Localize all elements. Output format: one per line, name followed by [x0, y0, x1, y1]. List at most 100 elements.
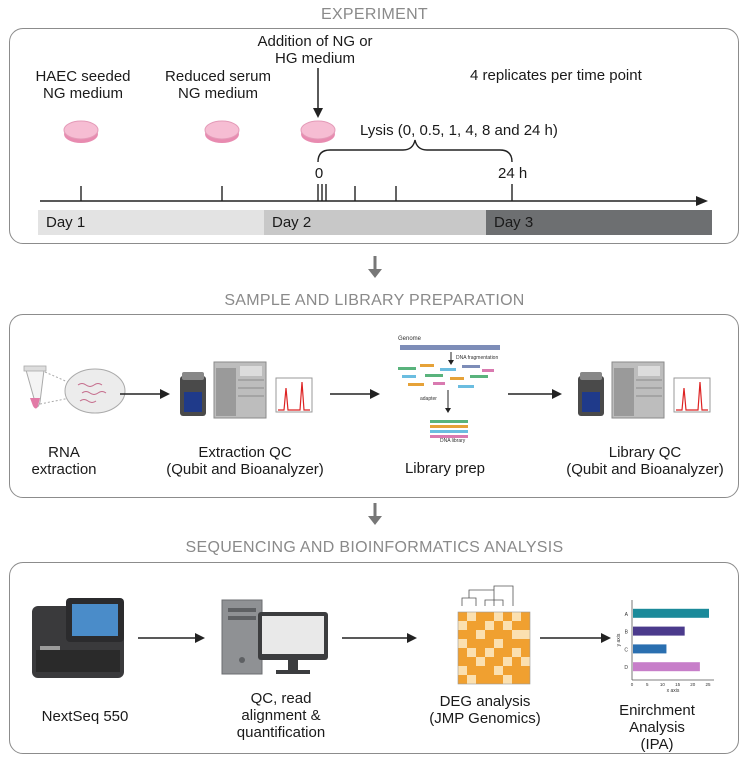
bioanalyzer-icon [611, 361, 665, 419]
sequencing-title: SEQUENCING AND BIOINFORMATICS ANALYSIS [185, 539, 564, 556]
extraction-qc-label: Extraction QC (Qubit and Bioanalyzer) [166, 444, 324, 478]
sequencer-icon [32, 598, 124, 678]
sequencing-panel [9, 562, 739, 754]
heatmap-cell [512, 639, 521, 648]
x-tick-label: 15 [675, 682, 681, 687]
heatmap-cell [485, 675, 494, 684]
category-label: B [625, 630, 629, 636]
library-prep-diagram [398, 345, 500, 438]
lysis-brace [317, 139, 513, 163]
adapter-label: adapter [420, 396, 437, 402]
category-label: D [624, 665, 628, 671]
flow-arrow-icon [368, 503, 382, 525]
day1-band: Day 1 [38, 210, 264, 235]
reduced-serum-label: Reduced serum NG medium [165, 68, 271, 102]
heatmap-cell [521, 612, 530, 621]
heatmap-cell [494, 639, 503, 648]
heatmap-cell [467, 675, 476, 684]
heatmap-cell [476, 666, 485, 675]
heatmap-cell [512, 621, 521, 630]
heatmap-cell [467, 630, 476, 639]
experiment-panel [9, 28, 739, 244]
arrow-right-icon [508, 389, 562, 399]
lysis-label: Lysis (0, 0.5, 1, 4, 8 and 24 h) [360, 122, 558, 139]
heatmap-cell [512, 675, 521, 684]
day3-band: Day 3 [486, 210, 712, 235]
heatmap-cell [485, 666, 494, 675]
heatmap-cell [458, 612, 467, 621]
arrow-right-icon [330, 389, 380, 399]
heatmap-cell [494, 621, 503, 630]
heatmap-cell [494, 666, 503, 675]
library-graphics [23, 345, 562, 438]
heatmap-cell [494, 675, 503, 684]
heatmap-cell [476, 630, 485, 639]
tick-zero-label: 0 [314, 165, 324, 182]
rna-zoom-icon [64, 368, 126, 414]
x-axis-label: x axis [667, 688, 680, 694]
heatmap-cell [512, 630, 521, 639]
heatmap-cell [485, 657, 494, 666]
heatmap-cell [512, 648, 521, 657]
x-tick-label: 5 [646, 682, 649, 687]
heatmap-cell [485, 630, 494, 639]
heatmap-cell [503, 630, 512, 639]
heatmap-cell [467, 639, 476, 648]
arrow-right-icon [342, 633, 417, 643]
heatmap-cell [458, 648, 467, 657]
flow-arrow-icon [368, 256, 382, 278]
library-title: SAMPLE AND LIBRARY PREPARATION [224, 292, 525, 309]
heatmap-cell [503, 612, 512, 621]
library-qc-graphics [578, 361, 711, 419]
heatmap-cell [494, 648, 503, 657]
heatmap-cell [458, 630, 467, 639]
heatmap-cell [467, 612, 476, 621]
arrow-down-icon [313, 68, 323, 118]
heatmap-cell [503, 675, 512, 684]
heatmap-cell [521, 621, 530, 630]
heatmap-cell [467, 666, 476, 675]
heatmap-cell [521, 675, 530, 684]
qubit-icon [578, 372, 604, 416]
heatmap-cell [512, 657, 521, 666]
bar-A [633, 608, 709, 618]
heatmap-cell [503, 657, 512, 666]
heatmap-cell [467, 621, 476, 630]
category-label: C [624, 647, 628, 653]
heatmap-cell [521, 630, 530, 639]
heatmap-cell [521, 666, 530, 675]
tick-24h-label: 24 h [498, 165, 528, 182]
heatmap-cell [503, 666, 512, 675]
timeline-axis [40, 184, 708, 206]
replicates-label: 4 replicates per time point [470, 67, 642, 84]
qubit-icon [180, 372, 206, 416]
heatmap-cell [458, 657, 467, 666]
x-tick-label: 10 [660, 682, 666, 687]
heatmap-cell [512, 612, 521, 621]
heatmap-cell [476, 648, 485, 657]
heatmap-cell [467, 657, 476, 666]
bar-B [633, 626, 685, 636]
bar-C [633, 644, 667, 654]
bioanalyzer-icon [213, 361, 267, 419]
rna-extraction-label: RNA extraction [31, 444, 97, 478]
heatmap-cell [512, 666, 521, 675]
heatmap-cell [458, 621, 467, 630]
x-tick-label: 20 [690, 682, 696, 687]
nextseq-label: NextSeq 550 [41, 708, 129, 725]
bar-D [633, 662, 700, 672]
x-tick-label: 0 [631, 682, 634, 687]
heatmap-cell [485, 639, 494, 648]
heatmap-icon [457, 585, 531, 685]
computer-icon [221, 599, 328, 675]
genome-label: Genome [398, 336, 422, 342]
test-tube-icon [23, 365, 47, 409]
electropherogram-icon [673, 377, 711, 413]
culture-dish-icon [204, 120, 240, 143]
culture-dish-icon [63, 120, 99, 143]
x-tick-label: 25 [705, 682, 711, 687]
heatmap-cell [458, 666, 467, 675]
heatmap-cell [503, 621, 512, 630]
enrichment-label: Enirchment Analysis (IPA) [619, 702, 695, 753]
